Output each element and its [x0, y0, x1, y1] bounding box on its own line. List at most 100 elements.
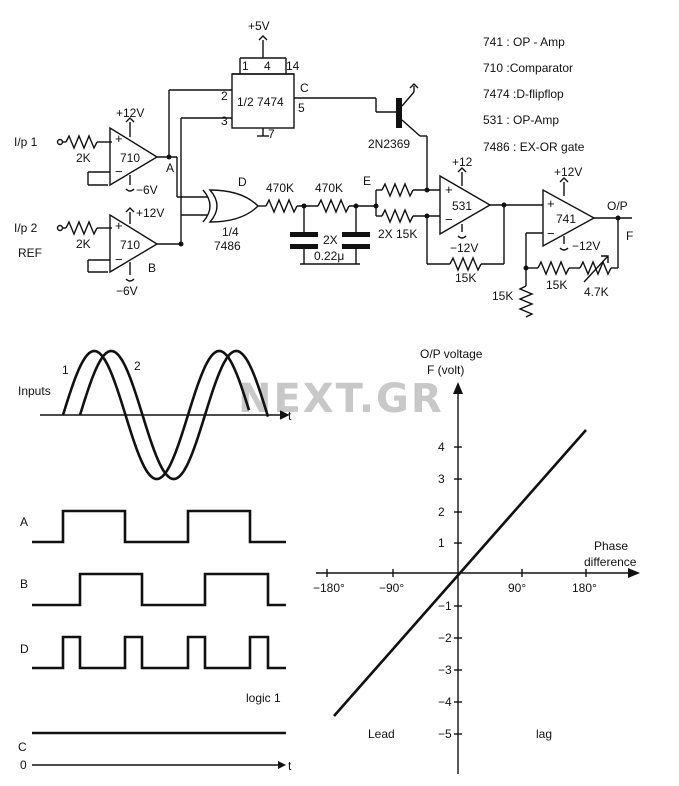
opamp-531-plus-sign: + — [445, 182, 453, 197]
node-e-label: E — [363, 174, 371, 188]
capacitor-count: 2X — [323, 233, 338, 247]
legend-line: 531 : OP-Amp — [483, 113, 559, 127]
resistor-15k-e-1 — [381, 182, 414, 198]
waveform-d-label: D — [20, 642, 29, 656]
bottom-time-label: t — [288, 759, 292, 773]
node-d-label: D — [238, 175, 247, 189]
legend-line: 710 :Comparator — [483, 61, 573, 75]
opamp-741-label: 741 — [556, 212, 576, 226]
resistor-741-15k-label: 15K — [546, 278, 567, 292]
comparator2-supply-neg: −6V — [116, 284, 138, 298]
resistor-2x15k-label: 2X 15K — [378, 227, 417, 241]
flipflop-supply: +5V — [248, 19, 270, 33]
waveform-b-label: B — [20, 577, 28, 591]
transfer-y-tick-label: 1 — [438, 536, 445, 550]
flipflop-pin7: 7 — [268, 127, 275, 141]
transfer-x-tick-label: 180° — [572, 581, 597, 595]
input1-label: I/p 1 — [14, 135, 38, 149]
waveform-a-label: A — [20, 515, 28, 529]
opamp-741-supply-pos: +12V — [554, 165, 582, 179]
capacitor-1 — [290, 232, 318, 237]
flipflop-label: 1/2 7474 — [237, 95, 284, 109]
transfer-characteristic: O/P voltage F (volt) Phase difference −1… — [313, 347, 640, 774]
legend-line: 7486 : EX-OR gate — [483, 140, 585, 154]
lag-label: lag — [536, 727, 552, 741]
comparator2-supply-pos: +12V — [136, 206, 164, 220]
transfer-line — [333, 429, 587, 717]
transfer-ylabel-line2: F (volt) — [427, 363, 464, 377]
transistor-base-bar — [396, 98, 402, 128]
comparator2-plus-sign: + — [115, 218, 123, 233]
flipflop-pin2: 2 — [221, 89, 228, 103]
transfer-y-tick-label: 4 — [438, 440, 445, 454]
transfer-x-tick-label: −180° — [313, 581, 345, 595]
capacitor-value: 0.22μ — [314, 249, 344, 263]
comparator1-supply-neg: −6V — [136, 183, 158, 197]
schematic: I/p 1 2K + − 710 +12V −6V A I/p 2 REF 2K — [14, 19, 633, 318]
capacitor-2 — [342, 232, 370, 237]
transfer-x-tick-label: 90° — [508, 581, 526, 595]
resistor-531-feedback-label: 15K — [455, 271, 476, 285]
input2-terminal — [56, 224, 64, 232]
flipflop-pin3: 3 — [221, 114, 228, 128]
waveform-a — [32, 509, 286, 544]
input2-resistor-label: 2K — [76, 237, 91, 251]
input2-sine-wave — [78, 349, 270, 481]
logic1-label: logic 1 — [246, 691, 281, 705]
input1-sine-wave — [61, 349, 251, 481]
comparator2-label: 710 — [120, 238, 140, 252]
resistor-470k-2-label: 470K — [315, 181, 343, 195]
resistor-741-15k — [537, 260, 570, 276]
output-label: O/P — [607, 199, 628, 213]
comparator1-plus-sign: + — [115, 131, 123, 146]
resistor-470k-1 — [265, 198, 298, 214]
comparator2-minus-sign: − — [115, 252, 123, 267]
input1-terminal — [56, 138, 64, 146]
ref-label: REF — [18, 246, 42, 260]
resistor-15k-e-2 — [381, 208, 414, 224]
waveform-c-label: C — [18, 740, 27, 754]
legend-line: 741 : OP - Amp — [483, 35, 565, 49]
opamp-531-minus-sign: − — [445, 212, 453, 227]
flipflop-pin4: 4 — [264, 59, 271, 73]
transfer-y-tick-label: −4 — [438, 695, 452, 709]
wave2-label: 2 — [134, 359, 141, 373]
xor-fraction: 1/4 — [222, 225, 239, 239]
node-a-label: A — [166, 161, 174, 175]
transfer-x-tick-label: −90° — [379, 581, 404, 595]
component-legend: 741 : OP - Amp 710 :Comparator 7474 :D-f… — [483, 35, 585, 154]
resistor-ground-15k — [518, 285, 534, 318]
flipflop-pin5: 5 — [298, 101, 305, 115]
xor-part: 7486 — [214, 239, 241, 253]
transfer-y-tick-label: −1 — [438, 599, 452, 613]
node-f-label: F — [626, 229, 633, 243]
inputs-label: Inputs — [18, 384, 51, 398]
transfer-y-tick-label: −2 — [438, 631, 452, 645]
resistor-470k-2 — [317, 198, 350, 214]
waveform-b — [32, 572, 286, 607]
transfer-y-tick-label: −5 — [438, 727, 452, 741]
comparator1-supply-pos: +12V — [116, 106, 144, 120]
input1-resistor — [65, 134, 98, 150]
waveform-d — [32, 635, 286, 670]
potentiometer-label: 4.7K — [584, 285, 609, 299]
opamp-531-symbol — [439, 174, 492, 236]
input2-resistor — [65, 220, 98, 236]
comparator1-minus-sign: − — [115, 164, 123, 179]
transfer-xlabel-line1: Phase — [594, 539, 628, 553]
input1-resistor-label: 2K — [76, 151, 91, 165]
resistor-531-feedback — [449, 256, 482, 272]
opamp-741-plus-sign: + — [547, 196, 555, 211]
comparator1-label: 710 — [120, 151, 140, 165]
flipflop-pin14: 14 — [286, 59, 300, 73]
opamp-531-label: 531 — [452, 199, 472, 213]
lead-label: Lead — [368, 727, 395, 741]
inputs-time-label: t — [288, 409, 292, 423]
transfer-y-tick-label: 2 — [438, 505, 445, 519]
transfer-y-tick-label: −3 — [438, 663, 452, 677]
comparator1-symbol — [109, 126, 159, 187]
timing-diagram: Inputs 1 2 t A B D logic 1 C 0 t — [18, 349, 292, 773]
